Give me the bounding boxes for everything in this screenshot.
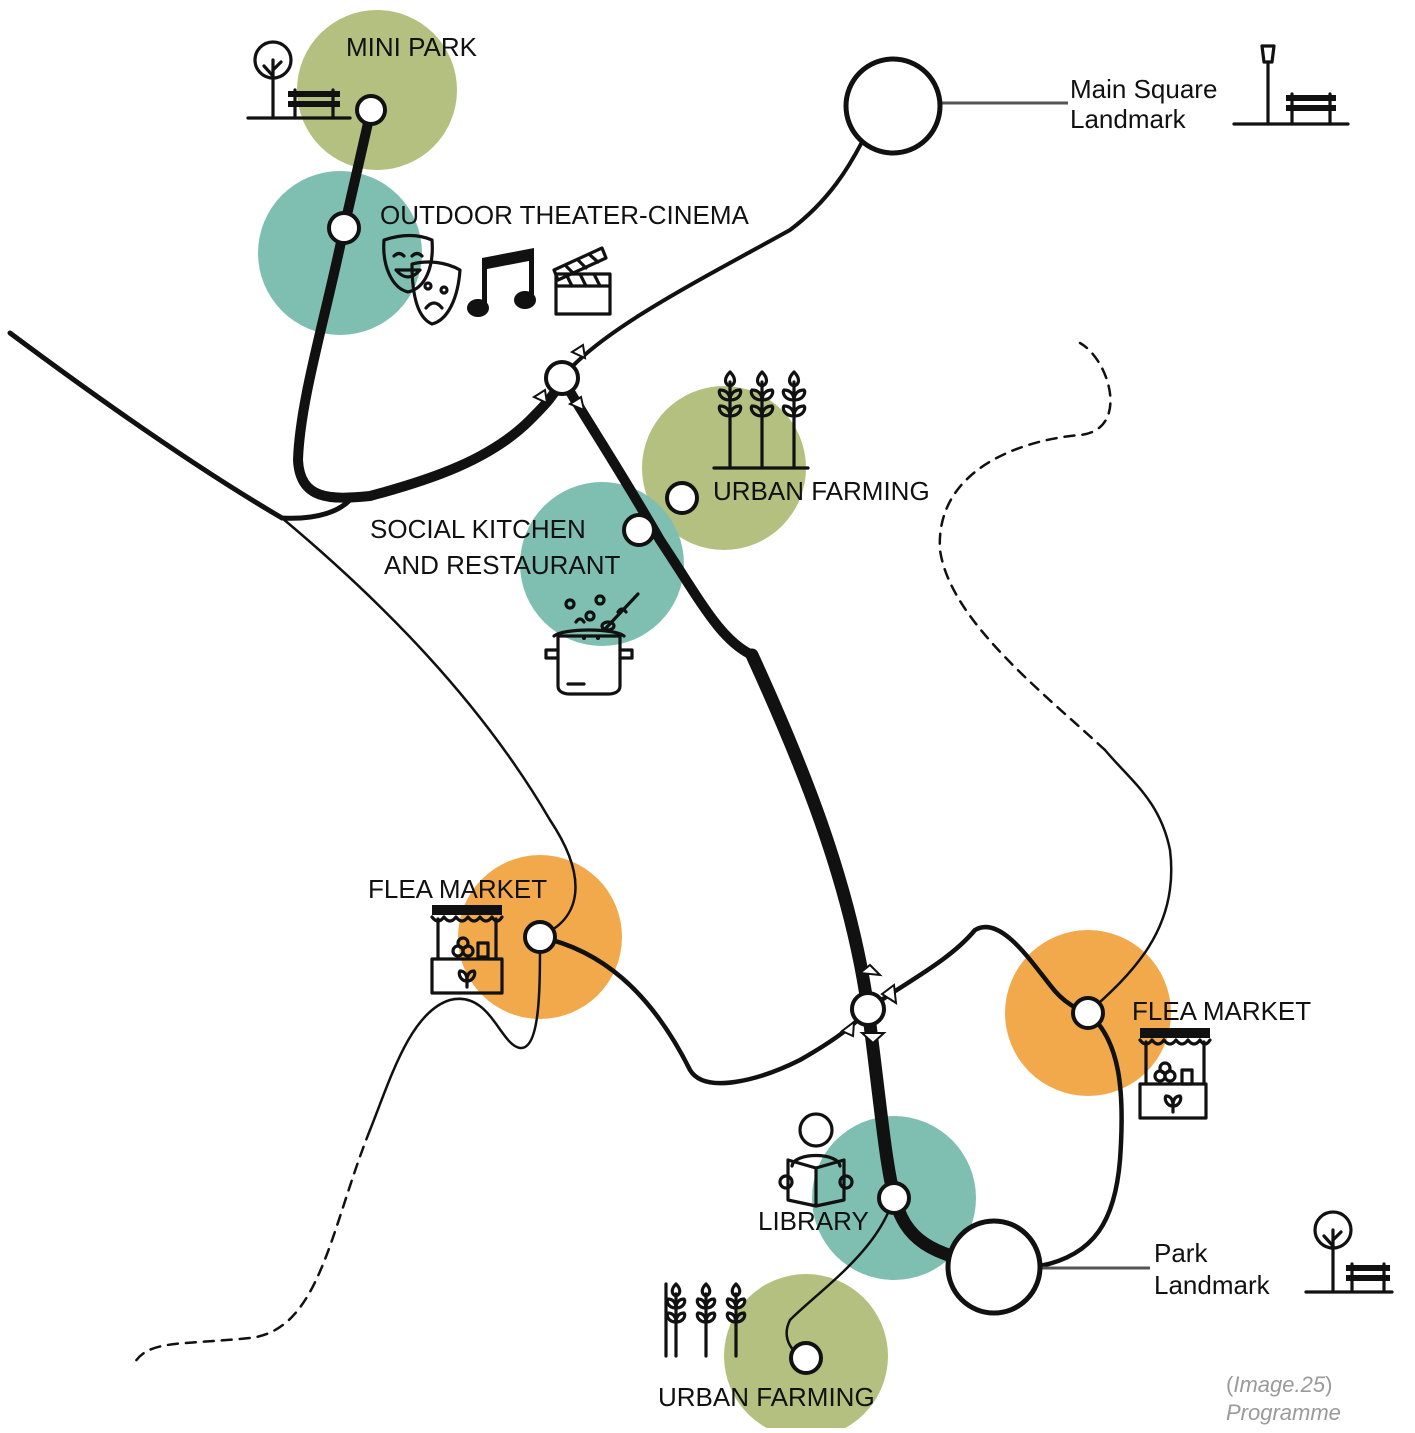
market-stall-icon: [1138, 1028, 1212, 1120]
hub-to-right-flea-path: [865, 925, 1091, 1016]
main-square-connector: [560, 140, 864, 380]
mini-park-spine: [293, 105, 567, 503]
theater-masks-icon: [382, 233, 462, 326]
label-flea-market-right: FLEA MARKET: [1132, 996, 1311, 1026]
northwest-road: [7, 330, 353, 521]
leader-lines: [940, 101, 1150, 1270]
label-outdoor-theater: OUTDOOR THEATER-CINEMA: [380, 200, 749, 230]
node-urban-farming-bottom: [789, 1341, 823, 1375]
label-urban-farming-top: URBAN FARMING: [713, 476, 930, 506]
label-library: LIBRARY: [758, 1206, 869, 1236]
landmark-park: [945, 1218, 1043, 1316]
label-park: Park: [1154, 1238, 1208, 1268]
left-lower-thin-path: [368, 938, 542, 1132]
label-flea-market-left: FLEA MARKET: [368, 874, 547, 904]
arrow-icon: [531, 388, 549, 405]
arrow-icon: [880, 983, 898, 1005]
node-social-kitchen: [622, 513, 656, 547]
nodes: [327, 56, 1105, 1375]
node-hub-north: [544, 360, 580, 396]
music-note-icon: [467, 248, 536, 317]
arrow-icon: [840, 1019, 856, 1038]
central-spine-upper: [557, 373, 757, 660]
label-park-landmark: Landmark: [1154, 1270, 1271, 1300]
right-dashed-trail: [938, 341, 1112, 752]
node-flea-right: [1071, 996, 1105, 1030]
arrow-icon: [859, 1032, 887, 1045]
reader-icon: [778, 1112, 854, 1208]
landmark-main-square: [843, 56, 943, 156]
tree-bench-icon: [246, 40, 352, 120]
tree-bench-icon: [1304, 1210, 1394, 1294]
label-mini-park: MINI PARK: [346, 32, 478, 62]
cooking-pot-icon: [544, 592, 640, 696]
node-hub-south: [850, 991, 886, 1027]
node-urban-farming-top: [665, 481, 699, 515]
arrow-icon: [567, 395, 586, 412]
right-thin-path: [1086, 748, 1173, 1015]
label-main-square-landmark: Landmark: [1070, 104, 1187, 134]
node-library: [877, 1181, 911, 1215]
label-and-restaurant: AND RESTAURANT: [384, 550, 621, 580]
label-urban-farming-bottom: URBAN FARMING: [658, 1382, 875, 1412]
label-main-square: Main Square: [1070, 74, 1217, 104]
arrow-icon: [857, 963, 883, 977]
market-stall-icon: [430, 905, 504, 995]
clapperboard-icon: [552, 246, 612, 316]
wheat-icon: [712, 370, 810, 470]
zone-mini-park: [297, 10, 457, 170]
node-flea-left: [523, 920, 557, 954]
caption-line-1: (Image.25): [1226, 1372, 1332, 1397]
thin-paths: [133, 341, 1173, 1364]
arrow-icon: [569, 343, 587, 360]
right-flea-to-park-path: [1037, 1010, 1124, 1269]
figure-caption: (Image.25) Programme: [1226, 1372, 1341, 1425]
medium-paths: [7, 140, 1124, 1269]
thick-paths: [293, 105, 1002, 1273]
caption-line-2: Programme: [1226, 1400, 1341, 1425]
node-mini-park: [355, 94, 387, 126]
central-spine-lower: [745, 648, 1002, 1273]
flea-to-hub-path: [537, 934, 871, 1086]
lamp-bench-icon: [1232, 44, 1350, 126]
left-thin-path: [280, 516, 577, 938]
label-social-kitchen: SOCIAL KITCHEN: [370, 514, 586, 544]
junction-arrows: [531, 343, 898, 1045]
node-theater: [327, 211, 361, 245]
labels: MINI PARK Main Square Landmark OUTDOOR T…: [346, 32, 1311, 1412]
wheat-icon: [664, 1282, 747, 1358]
left-dashed-trail: [133, 1128, 372, 1364]
